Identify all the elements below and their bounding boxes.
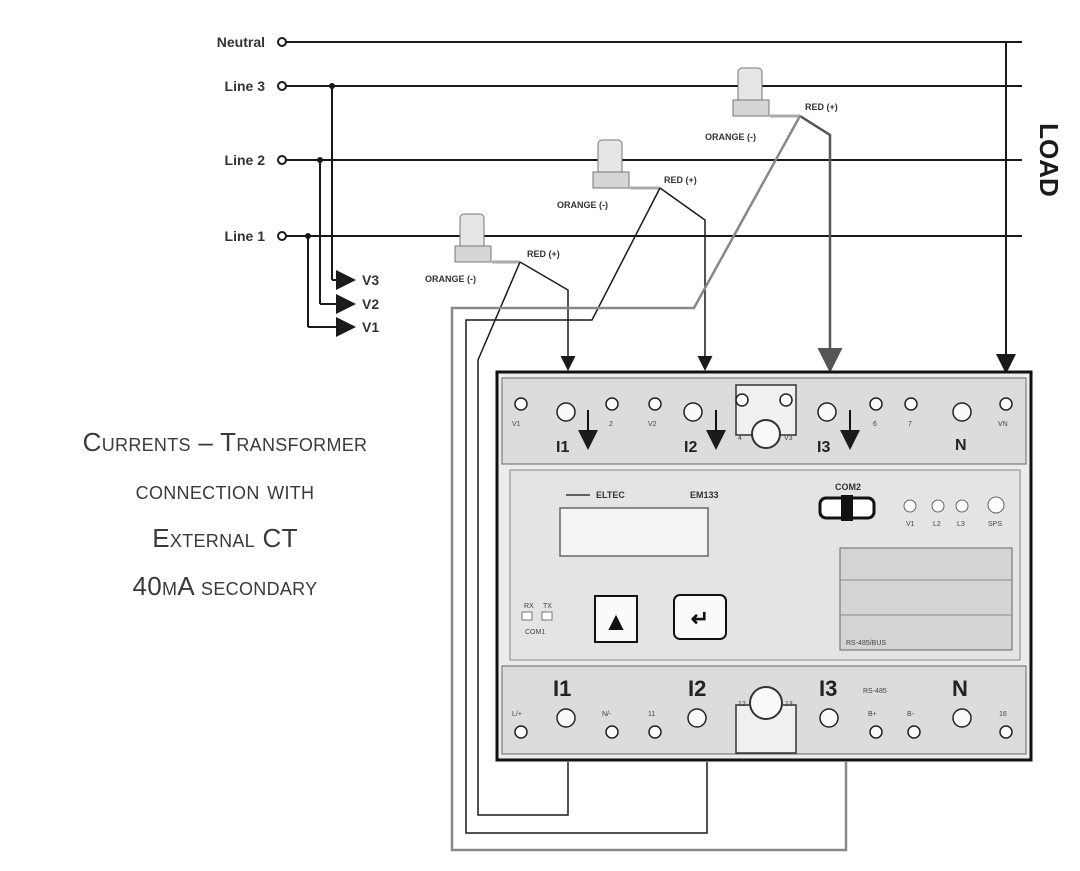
ct1-red: RED (+) (527, 249, 560, 259)
bottom-n: N (952, 676, 968, 701)
com2-label: COM2 (835, 482, 861, 492)
term-2: 2 (609, 421, 613, 428)
led-label-v1: V1 (906, 521, 915, 528)
ct2-orange: ORANGE (-) (557, 200, 608, 210)
term-v3: V3 (784, 435, 793, 442)
supply-lines (286, 41, 1022, 237)
tap-dots (305, 83, 335, 239)
top-i2: I2 (684, 439, 697, 456)
ct3-orange: ORANGE (-) (705, 132, 756, 142)
term-4: 4 (738, 435, 742, 442)
term-vn: VN (998, 421, 1008, 428)
com1-label: COM1 (525, 629, 545, 636)
terminal-circles (277, 37, 287, 241)
enter-button[interactable] (673, 594, 727, 640)
enter-button-glyph: ↵ (691, 606, 709, 631)
nameplate-footer: RS-485/BUS (846, 640, 886, 647)
top-screws (514, 393, 1013, 422)
line1-label: Line 1 (225, 228, 266, 244)
ct-positive-leads (519, 114, 843, 373)
load-label: LOAD (1034, 123, 1064, 197)
term-7: 7 (908, 421, 912, 428)
bterm-n: N/- (602, 711, 612, 718)
up-button[interactable] (594, 595, 638, 643)
line3-label: Line 3 (225, 78, 266, 94)
ct-negative-leads (450, 115, 848, 852)
v1-label: V1 (362, 319, 379, 335)
voltage-taps (307, 86, 356, 337)
brand-label: ELTEC (596, 490, 625, 500)
led-label-sps: SPS (988, 521, 1002, 528)
led-label-l3: L3 (957, 521, 965, 528)
ct-line2 (592, 139, 660, 190)
term-v2: V2 (648, 421, 657, 428)
meter-body (495, 370, 1033, 762)
v3-label: V3 (362, 272, 379, 288)
bottom-i1: I1 (553, 676, 571, 701)
caption-line-3: External CT (152, 523, 298, 553)
bterm-bplus: B+ (868, 711, 877, 718)
line2-label: Line 2 (225, 152, 266, 168)
ct2-red: RED (+) (664, 175, 697, 185)
ct1-orange: ORANGE (-) (425, 274, 476, 284)
bterm-12: 12 (738, 701, 746, 708)
term-v1: V1 (512, 421, 521, 428)
bterm-bminus: B- (907, 711, 915, 718)
ct-line1 (454, 213, 520, 264)
term-6: 6 (873, 421, 877, 428)
bottom-i2: I2 (688, 676, 706, 701)
rx-label: RX (524, 603, 534, 610)
bottom-screws (514, 708, 1013, 739)
bterm-13: 13 (785, 701, 793, 708)
bterm-11: 11 (648, 711, 655, 718)
caption-line-4: 40mA secondary (132, 571, 318, 601)
v2-label: V2 (362, 296, 379, 312)
tx-label: TX (543, 603, 552, 610)
ct3-red: RED (+) (805, 102, 838, 112)
caption: Currents – Transformer connection with E… (25, 418, 425, 610)
bterm-16: 16 (999, 711, 1007, 718)
top-i3: I3 (817, 439, 830, 456)
top-i1: I1 (556, 439, 569, 456)
led-label-l2: L2 (933, 521, 941, 528)
neutral-label: Neutral (217, 34, 265, 50)
model-label: EM133 (690, 490, 719, 500)
caption-line-2: connection with (135, 475, 315, 505)
up-button-glyph: ▲ (603, 606, 629, 636)
ct-line3 (732, 67, 800, 118)
bterm-rs485: RS-485 (863, 688, 887, 695)
bottom-i3: I3 (819, 676, 837, 701)
caption-line-1: Currents – Transformer (82, 427, 368, 457)
top-n: N (955, 437, 967, 454)
bterm-l: L/+ (512, 711, 522, 718)
current-direction-arrows (578, 410, 860, 450)
